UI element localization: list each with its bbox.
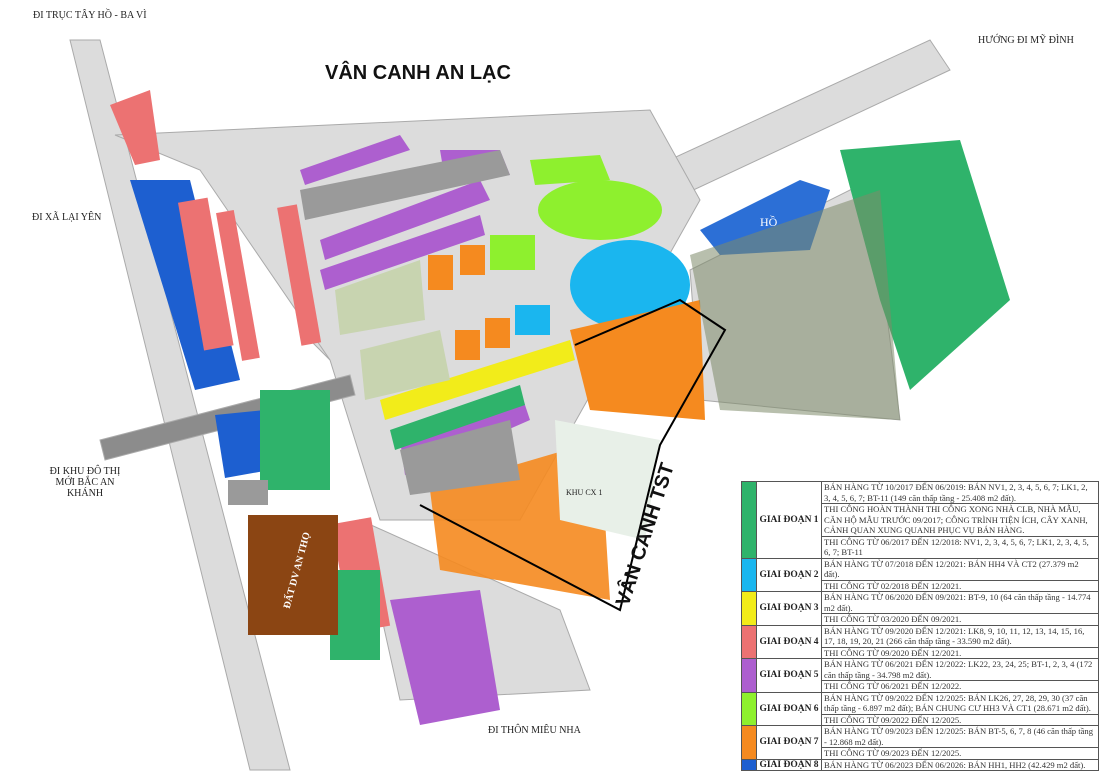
phase2-block-small — [515, 305, 550, 335]
label-road-southwest: ĐI KHU ĐÔ THỊ MỚI BẮC AN KHÁNH — [49, 466, 121, 499]
phase-detail: THI CÔNG TỪ 09/2022 ĐẾN 12/2025. — [821, 713, 1099, 726]
park-cx1 — [555, 420, 660, 540]
grey-blocks — [228, 150, 520, 505]
phase-detail: THI CÔNG HOÀN THÀNH THI CÔNG XONG NHÀ CL… — [821, 503, 1099, 537]
label-park: KHU CX 1 — [566, 488, 603, 497]
phase-name: GIAI ĐOẠN 1 — [756, 481, 822, 559]
phase-color-swatch — [741, 591, 757, 626]
service-land — [248, 515, 338, 635]
phase-color-swatch — [741, 691, 757, 726]
phase-color-swatch — [741, 658, 757, 693]
phase-detail: BÁN HÀNG TỪ 10/2017 ĐẾN 06/2019: BÁN NV1… — [821, 481, 1099, 504]
phase-detail: THI CÔNG TỪ 02/2018 ĐẾN 12/2021. — [821, 579, 1099, 592]
phase-detail: BÁN HÀNG TỪ 09/2023 ĐẾN 12/2025: BÁN BT-… — [821, 725, 1099, 748]
label-vancanh-an-lac: VÂN CANH AN LẠC — [325, 62, 511, 84]
phase-name: GIAI ĐOẠN 7 — [756, 725, 822, 760]
phase-detail: BÁN HÀNG TỪ 07/2018 ĐẾN 12/2021: BÁN HH4… — [821, 557, 1099, 581]
phase-name: GIAI ĐOẠN 4 — [756, 624, 822, 659]
legend-row: THI CÔNG TỪ 06/2017 ĐẾN 12/2018: NV1, 2,… — [742, 535, 1099, 559]
legend-row: THI CÔNG HOÀN THÀNH THI CÔNG XONG NHÀ CL… — [742, 503, 1099, 537]
phase-detail: BÁN HÀNG TỪ 09/2020 ĐẾN 12/2021: LK8, 9,… — [821, 624, 1099, 648]
phase-name: GIAI ĐOẠN 6 — [756, 691, 822, 726]
phase-name: GIAI ĐOẠN 5 — [756, 658, 822, 693]
phase-name: GIAI ĐOẠN 2 — [756, 557, 822, 592]
phase-color-swatch — [741, 758, 757, 771]
phase8-block-hh2 — [215, 410, 270, 478]
phase3-block — [380, 340, 575, 420]
phase-detail: THI CÔNG TỪ 06/2017 ĐẾN 12/2018: NV1, 2,… — [821, 535, 1099, 559]
label-road-north-west: ĐI TRỤC TÂY HỒ - BA VÌ — [33, 10, 147, 21]
phase-detail: THI CÔNG TỪ 09/2020 ĐẾN 12/2021. — [821, 646, 1099, 659]
phase-color-swatch — [741, 557, 757, 592]
phase-detail: BÁN HÀNG TỪ 06/2020 ĐẾN 09/2021: BT-9, 1… — [821, 591, 1099, 614]
label-road-south: ĐI THÔN MIÊU NHA — [488, 725, 581, 736]
phase-detail: BÁN HÀNG TỪ 06/2021 ĐẾN 12/2022: LK22, 2… — [821, 658, 1099, 681]
phase-color-swatch — [741, 481, 757, 559]
phase-detail: THI CÔNG TỪ 03/2020 ĐẾN 09/2021. — [821, 613, 1099, 626]
phase6-blocks — [490, 155, 662, 270]
phase-detail: THI CÔNG TỪ 09/2023 ĐẾN 12/2025. — [821, 747, 1099, 760]
phase-detail: THI CÔNG TỪ 06/2021 ĐẾN 12/2022. — [821, 680, 1099, 693]
label-road-west: ĐI XÃ LẠI YÊN — [32, 212, 102, 223]
phase4-block — [110, 90, 160, 165]
phase-detail: BÁN HÀNG TỪ 06/2023 ĐẾN 06/2026: BÁN HH1… — [821, 758, 1099, 771]
vancanh-tst-boundary — [419, 298, 727, 612]
label-road-north-east: HƯỚNG ĐI MỸ ĐÌNH — [978, 35, 1074, 46]
phase-blocks — [110, 90, 1010, 725]
road-west-diagonal — [69, 39, 291, 771]
phase-color-swatch — [741, 725, 757, 760]
phase-name: GIAI ĐOẠN 8 — [756, 758, 822, 771]
phase-color-swatch — [741, 624, 757, 659]
existing-area — [690, 190, 900, 420]
phase-name: GIAI ĐOẠN 3 — [756, 591, 822, 626]
legend-row: THI CÔNG TỪ 09/2023 ĐẾN 12/2025. — [742, 747, 1099, 760]
phase-detail: BÁN HÀNG TỪ 09/2022 ĐẾN 12/2025: BÁN LK2… — [821, 691, 1099, 715]
phase1-blocks — [260, 140, 1010, 660]
label-lake: HỒ — [760, 215, 778, 229]
